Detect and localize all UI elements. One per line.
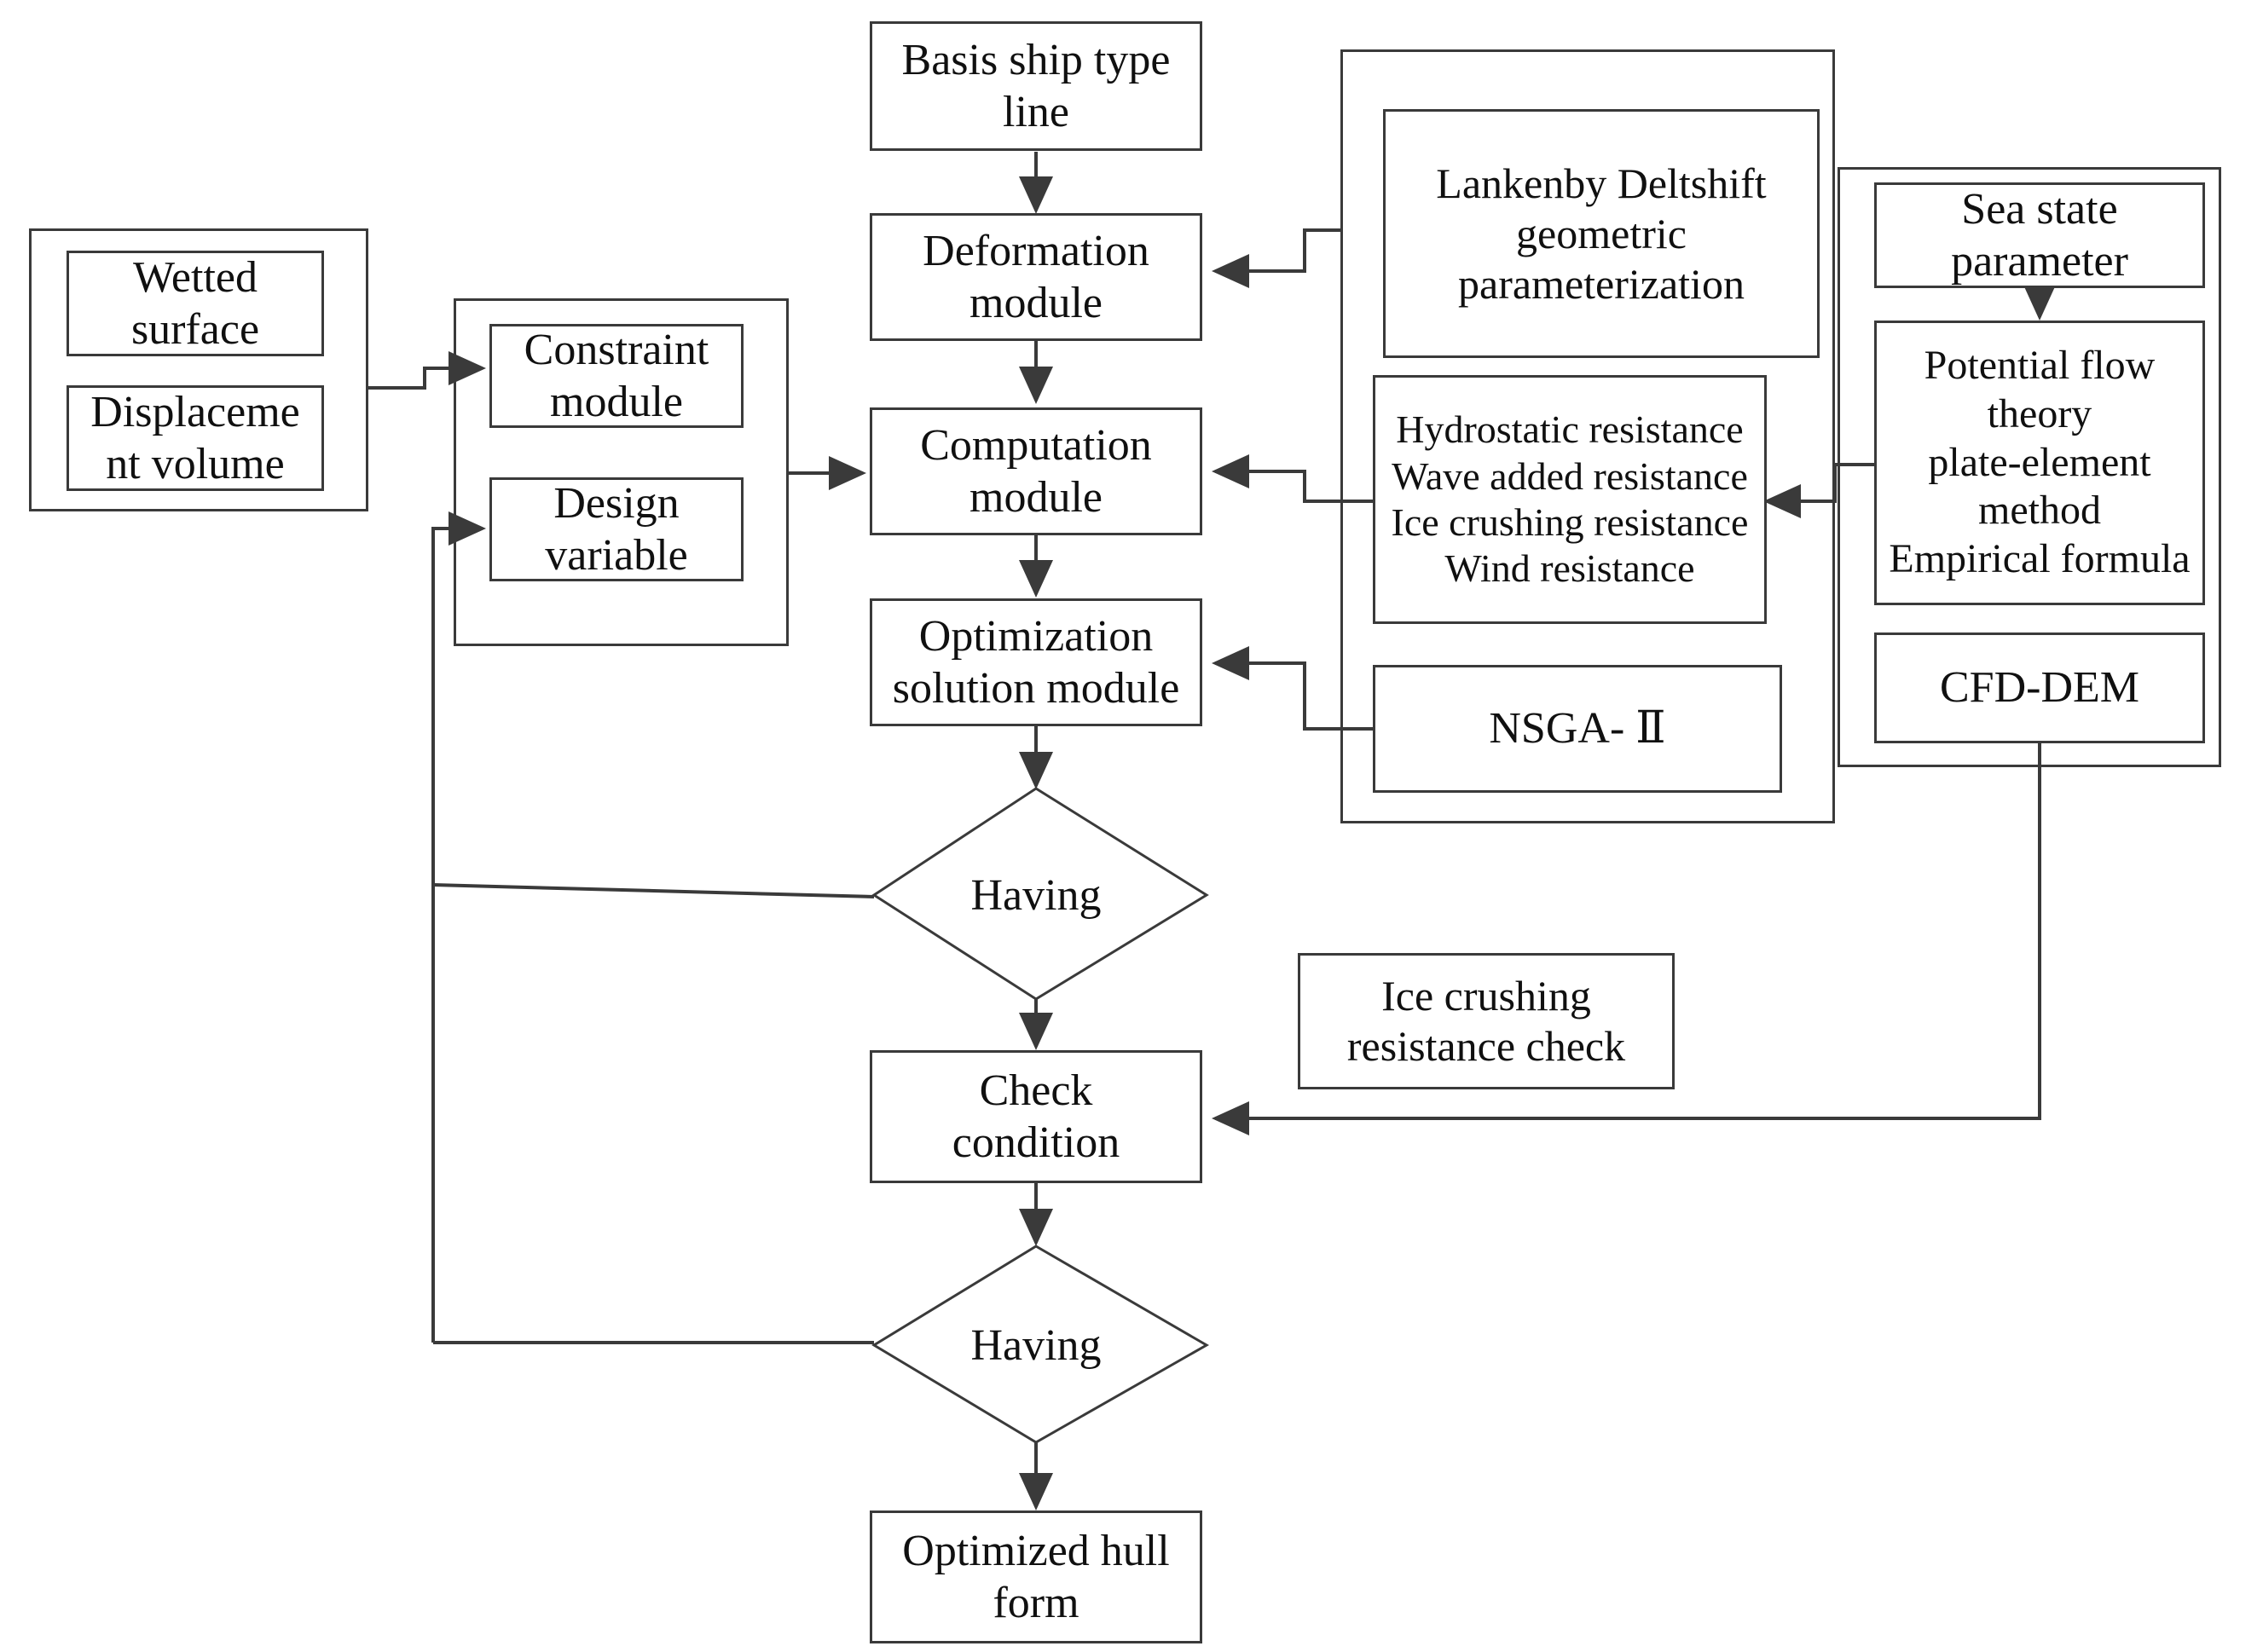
edge-having1-feedback [432, 883, 875, 898]
node-having-2-label: Having [970, 1320, 1102, 1370]
node-lankenby-deltshift[interactable]: Lankenby Deltshift geometric parameteriz… [1383, 109, 1820, 358]
node-basis-ship-type-line[interactable]: Basis ship type line [870, 21, 1202, 151]
edge-resistance-to-computation [1212, 454, 1373, 503]
node-ice-crushing-resistance-check[interactable]: Ice crushing resistance check [1298, 953, 1675, 1089]
node-displacement-volume[interactable]: Displaceme nt volume [67, 385, 324, 491]
node-sea-state-parameter[interactable]: Sea state parameter [1874, 182, 2205, 288]
node-optimization-solution-module[interactable]: Optimization solution module [870, 598, 1202, 726]
node-having-1-label: Having [970, 870, 1102, 920]
modules-group [454, 298, 789, 646]
node-resistance-list[interactable]: Hydrostatic resistance Wave added resist… [1373, 375, 1767, 624]
edge-lankenby-to-deformation [1212, 228, 1340, 288]
inputs-group [29, 228, 368, 511]
node-design-variable[interactable]: Design variable [489, 477, 744, 581]
node-nsga-ii[interactable]: NSGA- Ⅱ [1373, 665, 1782, 793]
having-2-diamond [871, 1245, 1210, 1444]
edge-potentialflow-to-resistance [1763, 463, 1874, 518]
environment-group [1838, 167, 2221, 767]
node-wetted-surface[interactable]: Wetted surface [67, 251, 324, 356]
node-optimized-hull-form[interactable]: Optimized hull form [870, 1510, 1202, 1643]
having-1-diamond [871, 787, 1209, 1001]
node-potential-flow[interactable]: Potential flow theory plate-element meth… [1874, 321, 2205, 605]
node-cfd-dem[interactable]: CFD-DEM [1874, 632, 2205, 743]
node-computation-module[interactable]: Computation module [870, 407, 1202, 535]
node-constraint-module[interactable]: Constraint module [489, 324, 744, 428]
edge-cfddem-to-checkcondition [1212, 743, 2041, 1135]
node-deformation-module[interactable]: Deformation module [870, 213, 1202, 341]
methods-group [1340, 49, 1835, 823]
edge-nsga-to-optimization [1212, 646, 1373, 731]
node-check-condition[interactable]: Check condition [870, 1050, 1202, 1183]
edge-feedback-to-design-variable [431, 511, 486, 1343]
